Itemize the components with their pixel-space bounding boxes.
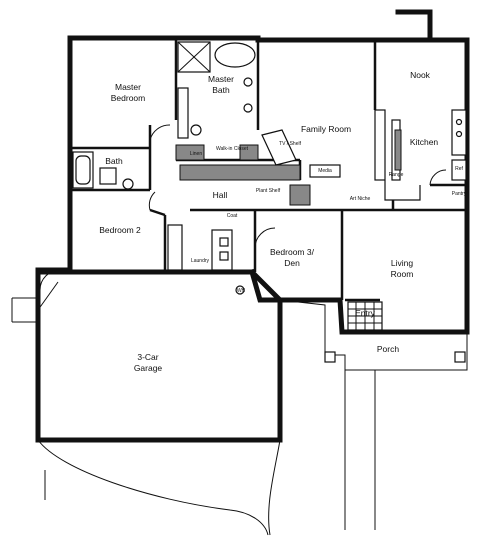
plant-shelf-label: Plant Shelf [256, 188, 281, 194]
hall-label: Hall [213, 190, 228, 200]
bedroom3-label-line1: Bedroom 3/ [270, 247, 315, 257]
range-label: Range [389, 172, 404, 178]
entry-label: Entry [355, 308, 376, 318]
laundry-label: Laundry [191, 258, 210, 264]
family-room-label: Family Room [301, 124, 351, 134]
master-bath-fixtures [175, 41, 259, 161]
pantry-label: Pantry [452, 191, 467, 197]
bedroom2-label: Bedroom 2 [99, 225, 141, 235]
master-bedroom-label-line1: Master [115, 82, 141, 92]
bedroom3-label-line2: Den [284, 258, 300, 268]
nook-label: Nook [410, 70, 431, 80]
kitchen-label: Kitchen [410, 137, 439, 147]
entry-tile [347, 301, 383, 331]
master-bath-label-line1: Master [208, 74, 234, 84]
porch-label: Porch [377, 344, 399, 354]
living-room-label-line2: Room [391, 269, 414, 279]
linen-label: Linen [190, 151, 202, 157]
master-bedroom-label-line2: Bedroom [111, 93, 146, 103]
tv-shelf-label: TV / Shelf [279, 141, 302, 147]
laundry-fixtures [167, 224, 245, 295]
garage-label-line1: 3-Car [137, 352, 158, 362]
doors [11, 124, 447, 323]
media-label: Media [318, 168, 332, 174]
ref-label: Ref [455, 166, 463, 172]
wh-label: WH [237, 288, 246, 294]
garage-label-line2: Garage [134, 363, 163, 373]
fireplace [179, 129, 341, 206]
hall-bath-fixtures [72, 151, 134, 190]
kitchen-counters [374, 109, 467, 201]
art-niche-label: Art Niche [350, 196, 371, 202]
walk-in-closet-label: Walk-in Closet [216, 146, 249, 152]
living-room-label-line1: Living [391, 258, 413, 268]
bath-label: Bath [105, 156, 123, 166]
porch-outline [37, 299, 468, 536]
master-bath-label-line2: Bath [212, 85, 230, 95]
coat-label: Coat [227, 213, 238, 219]
